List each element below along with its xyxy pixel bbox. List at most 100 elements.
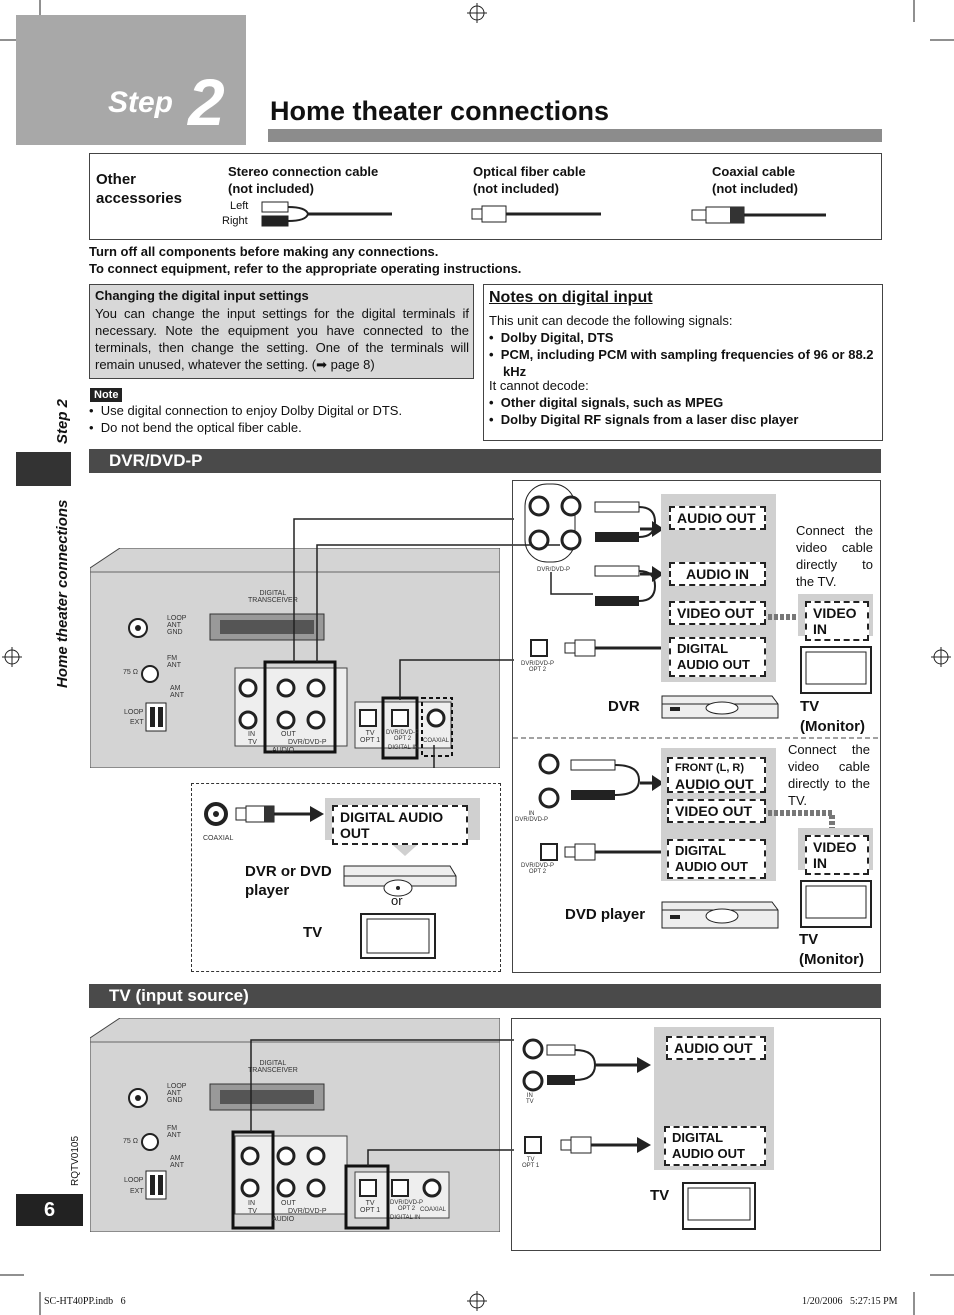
- note-list: • Use digital connection to enjoy Dolby …: [89, 402, 469, 436]
- footer-date: 1/20/2006 5:27:15 PM: [802, 1296, 898, 1307]
- tv-panel-dvrdvdp-label: DVR/DVD-P: [288, 1208, 327, 1215]
- panel-tv-label: TV: [248, 739, 257, 746]
- warning-line-2: To connect equipment, refer to the appro…: [89, 261, 522, 276]
- list-item: • PCM, including PCM with sampling frequ…: [489, 347, 874, 379]
- side-tab-marker: [16, 452, 71, 486]
- dvd-front-label: FRONT (L, R): [675, 762, 745, 774]
- dvd-tv-icon: [800, 880, 872, 928]
- dvr-tv-label: TV (Monitor): [800, 698, 865, 735]
- coax-tv-icon: [360, 913, 436, 959]
- receiver-rear-panel: [90, 548, 500, 768]
- dvd-jack-label: IN DVR/DVD-P: [515, 811, 549, 823]
- dvr-connection-box: [512, 480, 881, 973]
- tv-panel-tv-label: TV: [248, 1208, 257, 1215]
- ext-label: EXT: [130, 719, 144, 726]
- panel-tv-opt1-label: TV OPT 1: [360, 730, 381, 744]
- dvd-video-cable: [768, 810, 835, 832]
- page-number: 6: [16, 1194, 83, 1226]
- stereo-cable-note: (not included): [228, 181, 314, 196]
- notes-digital-heading: Notes on digital input: [489, 289, 653, 306]
- note-item: • Use digital connection to enjoy Dolby …: [89, 403, 403, 418]
- panel-in-label: IN: [248, 731, 255, 738]
- dvr-audio-out-tag: AUDIO OUT: [669, 506, 766, 530]
- notes-cannot-intro: It cannot decode:: [489, 378, 589, 393]
- panel-dvrdvdp-label: DVR/DVD-P: [288, 739, 327, 746]
- tv-panel-audio-label: AUDIO: [272, 1216, 295, 1223]
- tv-receiver-rear-panel: [90, 1018, 500, 1232]
- dvr-device-label: DVR: [608, 698, 640, 715]
- dvd-jacks-and-plugs: [538, 753, 661, 861]
- note-item: • Do not bend the optical fiber cable.: [89, 420, 302, 435]
- tv-panel-in-label: IN: [248, 1200, 255, 1207]
- dvd-arrow: [640, 775, 664, 791]
- dvr-jacks-and-plugs: [524, 483, 663, 657]
- footer-file: SC-HT40PP.indb 6: [44, 1296, 126, 1307]
- tv-source-icon: [682, 1182, 756, 1230]
- tv-audio-out-tag: AUDIO OUT: [666, 1036, 766, 1060]
- dvr-connect-note: Connect the video cable directly to the …: [796, 523, 873, 589]
- coax-jack-label: COAXIAL: [203, 835, 234, 842]
- dvr-device-icon: [661, 695, 779, 719]
- notes-can-list: • Dolby Digital, DTS • PCM, including PC…: [489, 329, 877, 380]
- tv-digital-transceiver-label: DIGITAL TRANSCEIVER: [248, 1060, 298, 1074]
- list-item: • Dolby Digital, DTS: [489, 330, 614, 345]
- coax-or-label: or: [391, 893, 403, 908]
- stereo-right-label: Right: [222, 215, 248, 227]
- dvd-device-label: DVD player: [565, 906, 646, 923]
- tv-jacks-and-plugs: [522, 1038, 651, 1154]
- fm-ant-label: FM ANT: [167, 655, 181, 669]
- coax-option-area: [191, 783, 501, 972]
- optical-cable-icon: [471, 205, 601, 223]
- dvd-player-icon: [343, 865, 457, 897]
- notes-digital-box: Notes on digital input This unit can dec…: [483, 284, 883, 441]
- dvd-connect-note: Connect the video cable directly to the …: [788, 742, 870, 808]
- loop-ant-label: LOOP ANT GND: [167, 615, 187, 636]
- tv-connection-box: [511, 1018, 881, 1251]
- tv-panel-dvr-opt2-label: DVR/DVD-P OPT 2: [390, 1200, 424, 1212]
- dvd-tv-label: TV (Monitor): [799, 931, 864, 968]
- dvd-audio-out-label: AUDIO OUT: [675, 776, 754, 792]
- digital-settings-body: You can change the input settings for th…: [95, 306, 469, 372]
- step-tab: [16, 15, 246, 145]
- optical-cable-name: Optical fiber cable: [473, 164, 586, 179]
- coaxial-cable-icon: [691, 206, 826, 224]
- page-title: Home theater connections: [270, 96, 610, 126]
- digital-settings-box: Changing the digital input settings You …: [89, 284, 474, 379]
- stereo-cable-icon: [261, 201, 392, 227]
- tv-fm-ant-label: FM ANT: [167, 1125, 181, 1139]
- accessories-heading: Other accessories: [96, 171, 182, 207]
- title-underline-bar: [268, 129, 882, 142]
- tv-jack-label: IN TV: [526, 1093, 534, 1105]
- panel-dvr-opt2-label: DVR/DVD-P OPT 2: [386, 730, 420, 742]
- digital-settings-heading: Changing the digital input settings: [95, 288, 309, 303]
- dvd-digital-audio-out-tag: DIGITAL AUDIO OUT: [667, 839, 766, 879]
- tv-loop-ant-label: LOOP ANT GND: [167, 1083, 187, 1104]
- tv-ext-label: EXT: [130, 1188, 144, 1195]
- dvr-opt-label: DVR/DVD-P OPT 2: [521, 661, 555, 673]
- notes-digital-intro: This unit can decode the following signa…: [489, 313, 733, 328]
- dvd-video-out-tag: VIDEO OUT: [667, 799, 766, 823]
- ohm-label: 75 Ω: [123, 669, 138, 676]
- tv-ohm-label: 75 Ω: [123, 1138, 138, 1145]
- dvd-video-in-tag: VIDEO IN: [805, 835, 869, 875]
- dvr-video-out-tag: VIDEO OUT: [669, 601, 766, 625]
- note-badge: Note: [90, 388, 123, 402]
- warning-line-1: Turn off all components before making an…: [89, 244, 439, 259]
- tv-panel-coaxial-label: COAXIAL: [420, 1207, 447, 1213]
- dvd-opt-label: DVR/DVD-P OPT 2: [521, 863, 555, 875]
- am-ant-label: AM ANT: [170, 685, 184, 699]
- panel-coaxial-label: COAXIAL: [423, 738, 450, 744]
- digital-transceiver-label: DIGITAL TRANSCEIVER: [248, 590, 298, 604]
- dvr-video-in-tag: VIDEO IN: [805, 601, 869, 641]
- tv-loop-label: LOOP: [124, 1177, 144, 1184]
- step-word: Step: [108, 86, 174, 119]
- dvr-arrows: [640, 521, 664, 582]
- stereo-left-label: Left: [230, 200, 249, 212]
- dvd-audio-out-tag: FRONT (L, R) AUDIO OUT: [667, 757, 766, 793]
- stereo-cable-name: Stereo connection cable: [228, 164, 379, 179]
- coax-jack-and-plug: [204, 802, 324, 826]
- step-number: 2: [188, 65, 225, 139]
